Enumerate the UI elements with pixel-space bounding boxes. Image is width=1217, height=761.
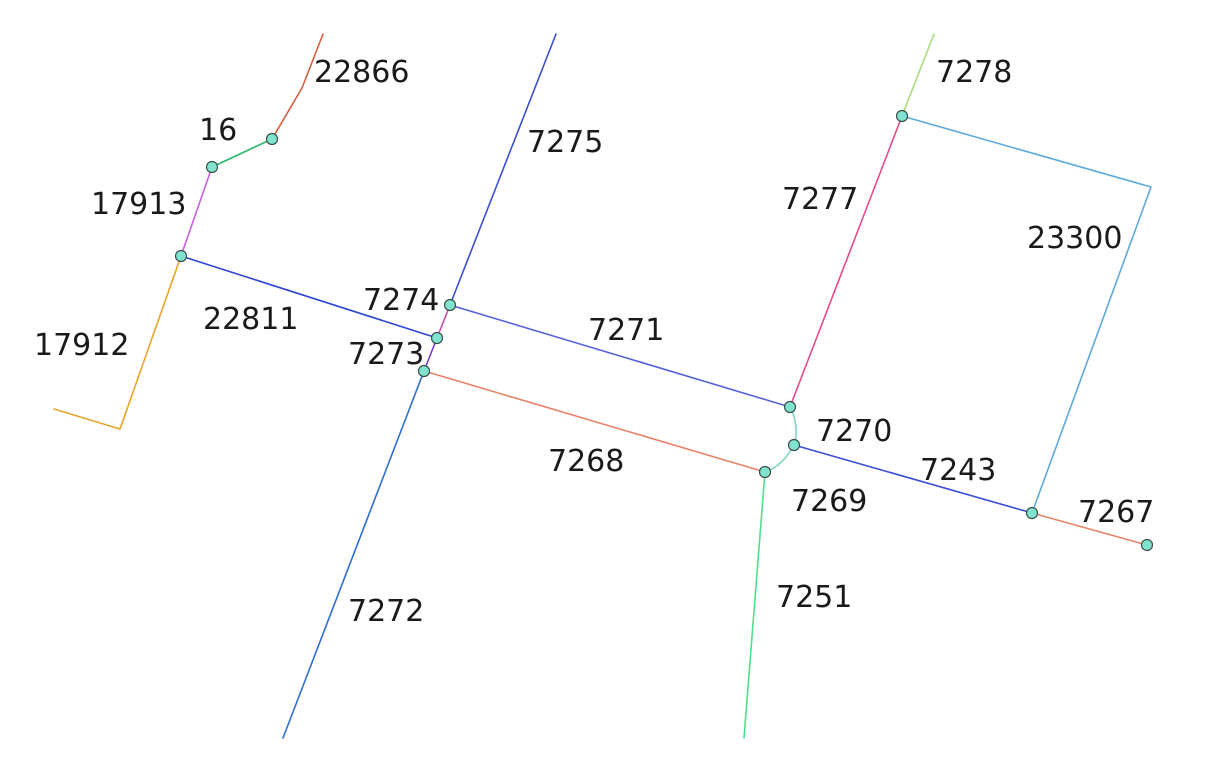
node[interactable] [265,132,279,146]
label-17913: 17913 [91,187,186,222]
road-7267[interactable] [1031,512,1148,546]
road-17912[interactable] [53,255,182,430]
label-7274: 7274 [363,283,439,318]
road-7243[interactable] [793,444,1033,514]
node[interactable] [443,298,457,312]
label-23300: 23300 [1027,221,1122,256]
node[interactable] [1025,506,1039,520]
label-7273: 7273 [348,337,424,372]
label-16: 16 [199,113,237,148]
label-7269: 7269 [791,484,867,519]
label-22866: 22866 [314,55,409,90]
road-7251[interactable] [743,471,766,739]
label-7270: 7270 [816,414,892,449]
road-7277[interactable] [789,115,903,408]
label-17912: 17912 [34,328,129,363]
label-7271: 7271 [588,313,664,348]
node[interactable] [787,438,801,452]
road-labels: 22866 16 17913 17912 22811 7275 7274 727… [34,55,1154,629]
road-22811[interactable] [180,255,438,339]
road-22866[interactable] [271,33,324,140]
label-7278: 7278 [936,55,1012,90]
node[interactable] [1140,538,1154,552]
node[interactable] [417,364,431,378]
road-7271[interactable] [449,304,791,408]
road-16[interactable] [211,138,273,168]
label-7277: 7277 [782,182,858,217]
label-7275: 7275 [527,125,603,160]
node[interactable] [783,400,797,414]
label-7243: 7243 [920,453,996,488]
road-7272[interactable] [282,370,425,739]
label-7272: 7272 [348,594,424,629]
node[interactable] [205,160,219,174]
road-17913[interactable] [180,166,213,257]
node[interactable] [430,331,444,345]
node[interactable] [895,109,909,123]
road-7278[interactable] [901,33,935,117]
road-7275[interactable] [449,33,557,306]
road-7268[interactable] [423,370,766,473]
node[interactable] [174,249,188,263]
road-segments [53,33,1152,739]
road-23300[interactable] [901,115,1152,514]
node[interactable] [758,465,772,479]
label-7251: 7251 [776,580,852,615]
label-7267: 7267 [1078,495,1154,530]
label-22811: 22811 [203,302,298,337]
road-nodes [174,109,1154,552]
label-7268: 7268 [548,444,624,479]
